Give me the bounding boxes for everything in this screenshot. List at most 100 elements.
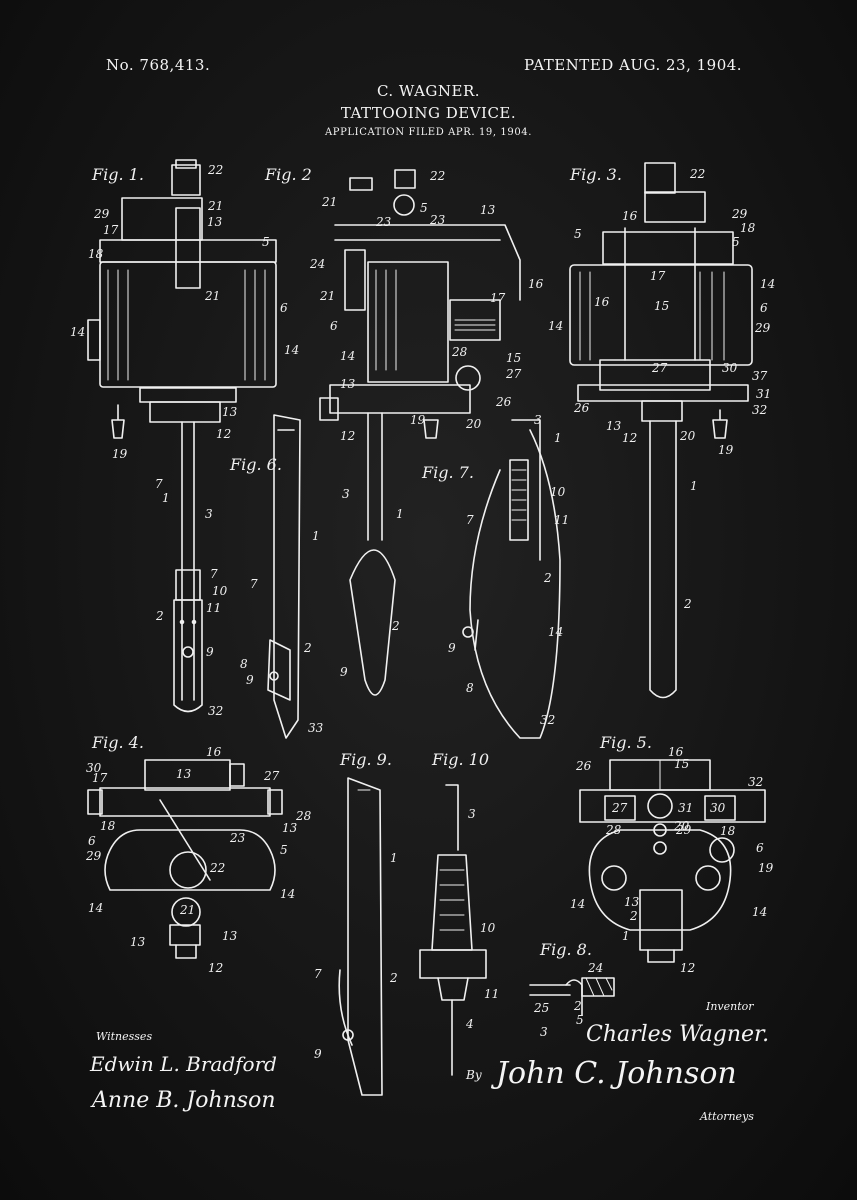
svg-text:1: 1 bbox=[312, 529, 320, 543]
svg-text:13: 13 bbox=[222, 929, 238, 943]
svg-text:14: 14 bbox=[70, 325, 85, 339]
svg-text:15: 15 bbox=[506, 351, 521, 365]
by-label: By bbox=[466, 1068, 482, 1082]
fig-3-drawing bbox=[569, 162, 753, 699]
svg-text:14: 14 bbox=[760, 277, 775, 291]
svg-text:3: 3 bbox=[342, 487, 350, 501]
svg-text:9: 9 bbox=[340, 665, 348, 679]
svg-text:18: 18 bbox=[720, 824, 736, 838]
svg-text:29: 29 bbox=[93, 207, 110, 221]
svg-text:2: 2 bbox=[683, 597, 692, 611]
svg-text:19: 19 bbox=[410, 413, 426, 427]
svg-text:5: 5 bbox=[574, 227, 582, 241]
svg-text:1: 1 bbox=[690, 479, 698, 493]
svg-text:14: 14 bbox=[548, 319, 563, 333]
svg-text:8: 8 bbox=[240, 657, 248, 671]
svg-text:7: 7 bbox=[466, 513, 474, 527]
svg-text:7: 7 bbox=[314, 967, 322, 981]
svg-text:20: 20 bbox=[679, 429, 696, 443]
svg-text:16: 16 bbox=[528, 277, 544, 291]
svg-text:2: 2 bbox=[389, 971, 398, 985]
svg-text:11: 11 bbox=[554, 513, 569, 527]
svg-text:7: 7 bbox=[210, 567, 218, 581]
fig-1-label: Fig. 1. bbox=[91, 165, 144, 184]
svg-text:14: 14 bbox=[340, 349, 355, 363]
svg-text:3: 3 bbox=[534, 413, 542, 427]
fig-2-label: Fig. 2 bbox=[264, 165, 312, 184]
svg-text:30: 30 bbox=[86, 761, 102, 775]
svg-text:13: 13 bbox=[130, 935, 146, 949]
svg-text:21: 21 bbox=[204, 289, 220, 303]
svg-text:13: 13 bbox=[606, 419, 622, 433]
svg-text:11: 11 bbox=[484, 987, 499, 1001]
fig-7-label: Fig. 7. bbox=[421, 463, 474, 482]
svg-text:10: 10 bbox=[212, 584, 228, 598]
inventor-label: Inventor bbox=[706, 1000, 754, 1013]
svg-text:18: 18 bbox=[100, 819, 116, 833]
fig-8-label: Fig. 8. bbox=[539, 940, 592, 959]
fig-1-drawing bbox=[87, 159, 277, 713]
svg-text:14: 14 bbox=[280, 887, 295, 901]
fig-10-drawing bbox=[419, 784, 487, 1076]
svg-text:9: 9 bbox=[314, 1047, 322, 1061]
svg-text:17: 17 bbox=[650, 269, 666, 283]
svg-text:13: 13 bbox=[222, 405, 238, 419]
svg-text:18: 18 bbox=[740, 221, 756, 235]
svg-text:24: 24 bbox=[587, 961, 603, 975]
svg-text:13: 13 bbox=[176, 767, 192, 781]
svg-text:9: 9 bbox=[206, 645, 214, 659]
attorneys-label: Attorneys bbox=[700, 1110, 754, 1123]
svg-text:19: 19 bbox=[758, 861, 774, 875]
svg-text:33: 33 bbox=[308, 721, 324, 735]
svg-text:12: 12 bbox=[680, 961, 695, 975]
patent-title: TATTOOING DEVICE. bbox=[340, 104, 517, 122]
patented-date: PATENTED AUG. 23, 1904. bbox=[524, 56, 743, 74]
attorney-signature: John C. Johnson bbox=[496, 1056, 737, 1091]
svg-text:16: 16 bbox=[206, 745, 222, 759]
svg-text:20: 20 bbox=[673, 819, 690, 833]
svg-text:31: 31 bbox=[756, 387, 771, 401]
application-filed: APPLICATION FILED APR. 19, 1904. bbox=[324, 127, 533, 138]
fig-4-drawing bbox=[87, 759, 283, 959]
svg-text:13: 13 bbox=[207, 215, 223, 229]
svg-text:19: 19 bbox=[718, 443, 734, 457]
witness-signature-2: Anne B. Johnson bbox=[92, 1088, 276, 1113]
svg-text:30: 30 bbox=[722, 361, 738, 375]
svg-text:22: 22 bbox=[689, 167, 705, 181]
svg-text:17: 17 bbox=[103, 223, 119, 237]
svg-text:13: 13 bbox=[624, 895, 640, 909]
fig-5-label: Fig. 5. bbox=[599, 733, 652, 752]
svg-text:13: 13 bbox=[340, 377, 356, 391]
fig-2-drawing bbox=[319, 169, 521, 696]
svg-text:8: 8 bbox=[466, 681, 474, 695]
fig-9-label: Fig. 9. bbox=[339, 750, 392, 769]
svg-text:16: 16 bbox=[622, 209, 638, 223]
svg-text:20: 20 bbox=[465, 417, 482, 431]
svg-text:27: 27 bbox=[651, 361, 668, 375]
svg-text:5: 5 bbox=[576, 1013, 584, 1027]
witnesses-label: Witnesses bbox=[96, 1030, 153, 1043]
svg-text:29: 29 bbox=[754, 321, 771, 335]
svg-text:29: 29 bbox=[731, 207, 748, 221]
svg-text:1: 1 bbox=[622, 929, 630, 943]
svg-text:3: 3 bbox=[468, 807, 476, 821]
svg-text:1: 1 bbox=[162, 491, 170, 505]
svg-text:23: 23 bbox=[229, 831, 246, 845]
fig-4-label: Fig. 4. bbox=[91, 733, 144, 752]
svg-text:21: 21 bbox=[319, 289, 335, 303]
svg-text:13: 13 bbox=[480, 203, 496, 217]
svg-text:22: 22 bbox=[429, 169, 445, 183]
svg-text:2: 2 bbox=[573, 999, 582, 1013]
svg-text:15: 15 bbox=[674, 757, 689, 771]
svg-text:6: 6 bbox=[88, 834, 96, 848]
svg-text:26: 26 bbox=[495, 395, 512, 409]
svg-text:12: 12 bbox=[216, 427, 231, 441]
svg-text:14: 14 bbox=[548, 625, 563, 639]
svg-text:32: 32 bbox=[208, 704, 223, 718]
svg-text:5: 5 bbox=[732, 235, 740, 249]
fig-9-drawing bbox=[338, 777, 383, 1096]
svg-text:21: 21 bbox=[321, 195, 337, 209]
svg-text:14: 14 bbox=[752, 905, 767, 919]
svg-text:28: 28 bbox=[451, 345, 468, 359]
svg-text:25: 25 bbox=[533, 1001, 549, 1015]
